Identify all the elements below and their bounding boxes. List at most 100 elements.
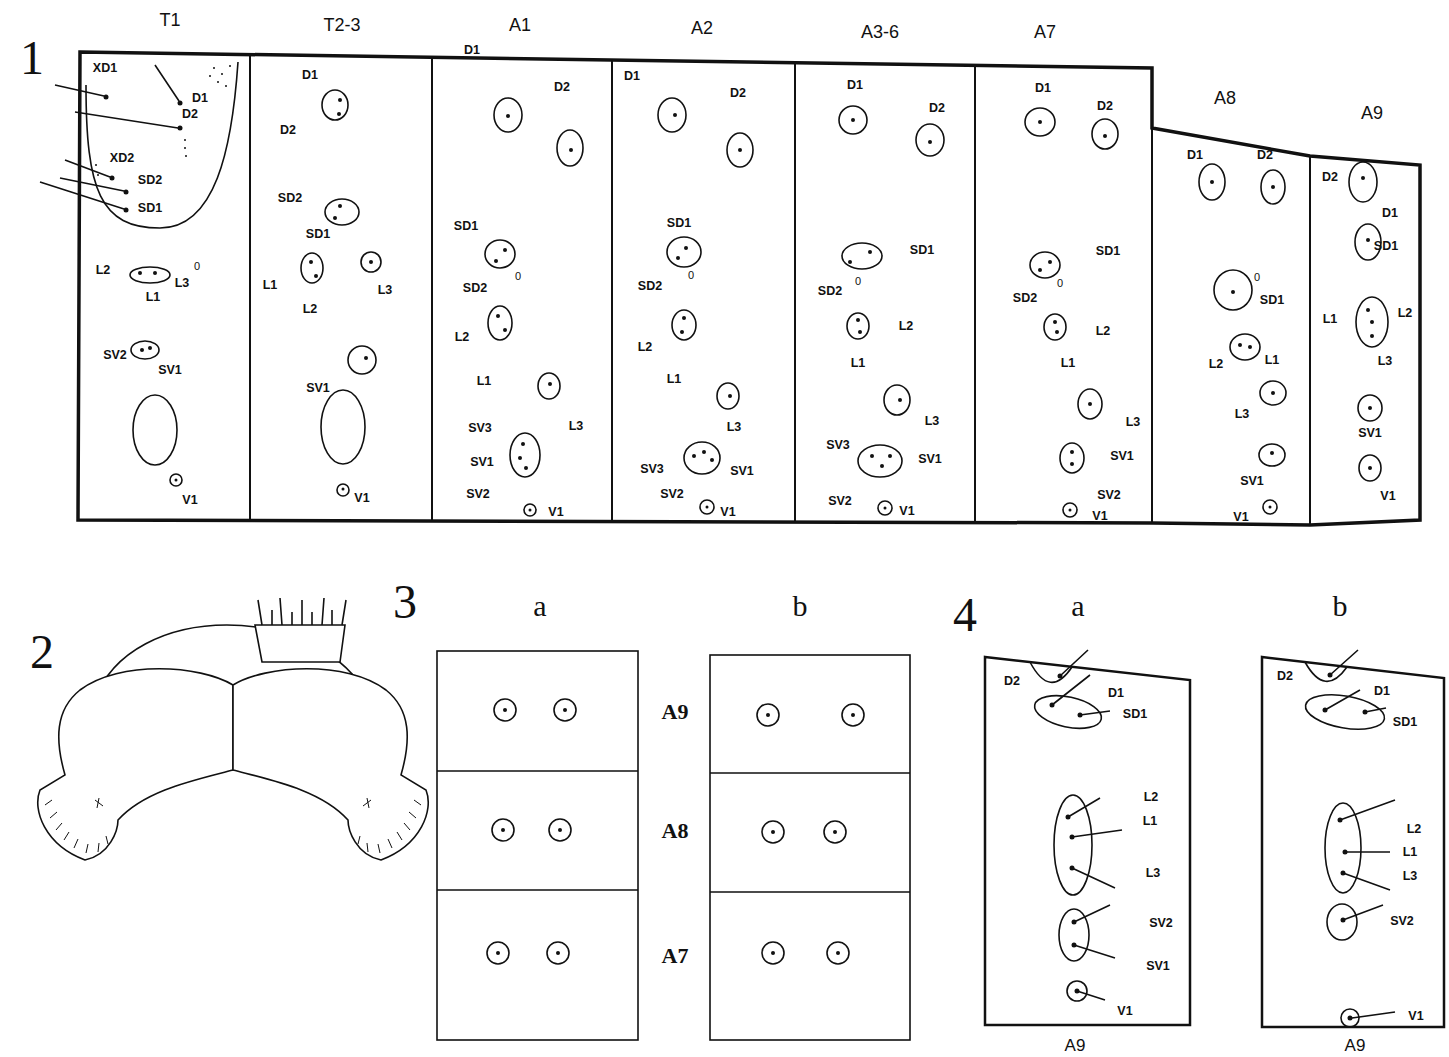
seta-label: L3 <box>569 420 584 433</box>
seta-label: L1 <box>851 357 866 370</box>
view-letter: b <box>793 591 808 621</box>
segment-label: A9 <box>662 701 689 723</box>
seta-label: D1 <box>624 70 640 83</box>
segment-label: A9 <box>1361 104 1383 122</box>
seta-label: L1 <box>667 373 682 386</box>
segment-label: A9 <box>1065 1037 1086 1054</box>
seta-label: SD2 <box>1013 292 1037 305</box>
seta-label: L1 <box>1403 846 1418 859</box>
seta-label: SD1 <box>138 202 162 215</box>
seta-label: 0 <box>194 261 200 272</box>
seta-label: V1 <box>1380 490 1395 503</box>
seta-label: D1 <box>1035 82 1051 95</box>
seta-label: SV3 <box>826 439 850 452</box>
seta-label: L3 <box>727 421 742 434</box>
seta-label: L2 <box>455 331 470 344</box>
seta-label: D2 <box>929 102 945 115</box>
seta-label: SD2 <box>463 282 487 295</box>
seta-label: SD1 <box>1374 240 1398 253</box>
seta-label: SV1 <box>918 453 942 466</box>
seta-label: L2 <box>1209 358 1224 371</box>
seta-label: D2 <box>1097 100 1113 113</box>
seta-label: V1 <box>182 494 197 507</box>
seta-label: SV1 <box>306 382 330 395</box>
seta-label: L1 <box>1061 357 1076 370</box>
seta-label: L2 <box>1398 307 1413 320</box>
seta-label: 0 <box>515 271 521 282</box>
seta-label: SD2 <box>818 285 842 298</box>
seta-label: 0 <box>1057 278 1063 289</box>
view-letter: a <box>1071 591 1084 621</box>
seta-label: L2 <box>1096 325 1111 338</box>
panel-number: 1 <box>20 34 44 82</box>
seta-label: V1 <box>1408 1010 1423 1023</box>
seta-label: D2 <box>280 124 296 137</box>
segment-label: A9 <box>1345 1037 1366 1054</box>
seta-label: SV1 <box>1110 450 1134 463</box>
segment-label: A7 <box>662 945 689 967</box>
seta-label: XD2 <box>110 152 134 165</box>
seta-label: D1 <box>1108 687 1124 700</box>
seta-label: SD1 <box>454 220 478 233</box>
seta-label: L2 <box>303 303 318 316</box>
seta-label: SV3 <box>468 422 492 435</box>
seta-label: V1 <box>1233 511 1248 524</box>
seta-label: SV2 <box>1149 917 1173 930</box>
seta-label: SV2 <box>1390 915 1414 928</box>
seta-label: D2 <box>1322 171 1338 184</box>
seta-label: 0 <box>1254 272 1260 283</box>
seta-label: L2 <box>1144 791 1159 804</box>
seta-label: SD2 <box>138 174 162 187</box>
seta-label: SD1 <box>1393 716 1417 729</box>
segment-label: T1 <box>159 11 180 29</box>
seta-label: SV2 <box>828 495 852 508</box>
seta-label: SV2 <box>660 488 684 501</box>
seta-label: L3 <box>1378 355 1393 368</box>
seta-label: L1 <box>146 291 161 304</box>
seta-label: D2 <box>1277 670 1293 683</box>
segment-label: A1 <box>509 16 531 34</box>
segment-label: A7 <box>1034 23 1056 41</box>
seta-label: SD1 <box>306 228 330 241</box>
seta-label: D1 <box>464 44 480 57</box>
seta-label: D1 <box>1187 149 1203 162</box>
seta-label: L3 <box>378 284 393 297</box>
view-letter: b <box>1333 591 1348 621</box>
seta-label: L2 <box>96 264 111 277</box>
seta-label: L3 <box>175 277 190 290</box>
seta-label: L2 <box>899 320 914 333</box>
seta-label: SV1 <box>158 364 182 377</box>
seta-label: L1 <box>477 375 492 388</box>
seta-label: L3 <box>1403 870 1418 883</box>
seta-label: D1 <box>847 79 863 92</box>
seta-label: D2 <box>730 87 746 100</box>
seta-label: L1 <box>1323 313 1338 326</box>
seta-label: D2 <box>1004 675 1020 688</box>
seta-label: L1 <box>1265 354 1280 367</box>
seta-label: 0 <box>688 270 694 281</box>
seta-label: D2 <box>1257 149 1273 162</box>
seta-label: SV2 <box>466 488 490 501</box>
seta-label: XD1 <box>93 62 117 75</box>
segment-label: A8 <box>662 820 689 842</box>
panel-number: 2 <box>30 628 54 676</box>
panel-number: 4 <box>953 591 977 639</box>
seta-label: D1 <box>192 92 208 105</box>
seta-label: SD1 <box>1260 294 1284 307</box>
seta-label: SD1 <box>1096 245 1120 258</box>
segment-label: A2 <box>691 19 713 37</box>
seta-label: SV1 <box>470 456 494 469</box>
seta-label: D1 <box>1374 685 1390 698</box>
seta-label: V1 <box>720 506 735 519</box>
seta-label: V1 <box>1092 510 1107 523</box>
seta-label: SV1 <box>1358 427 1382 440</box>
seta-label: V1 <box>1117 1005 1132 1018</box>
panel-number: 3 <box>393 578 417 626</box>
seta-label: SV3 <box>640 463 664 476</box>
seta-label: SV2 <box>103 349 127 362</box>
seta-label: SV1 <box>1146 960 1170 973</box>
seta-label: SD1 <box>667 217 691 230</box>
seta-label: L1 <box>1143 815 1158 828</box>
